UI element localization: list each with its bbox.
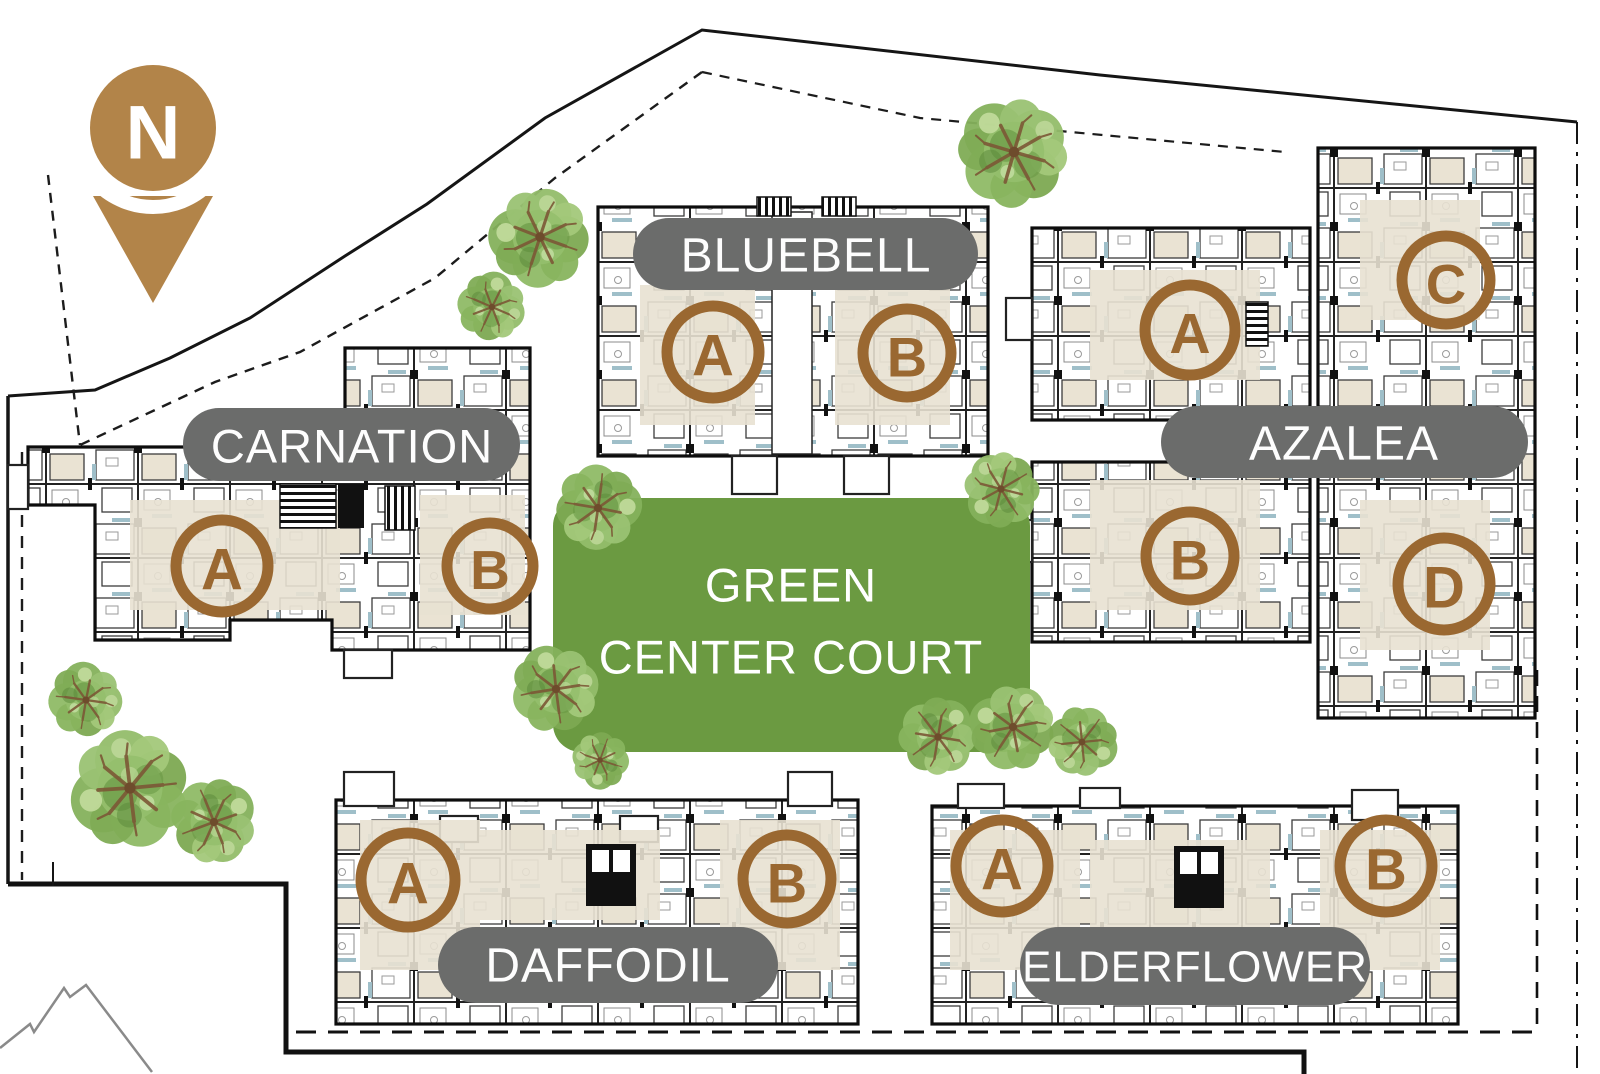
building-label-azalea[interactable]: AZALEA — [1161, 406, 1528, 478]
green-center-court: GREEN CENTER COURT — [553, 498, 1030, 752]
court-label-line2: CENTER COURT — [599, 631, 984, 684]
unit-letter: C — [1426, 253, 1466, 316]
unit-marker-daffodil-a[interactable]: A — [355, 827, 461, 933]
building-label-elderflower-text: ELDERFLOWER — [1022, 943, 1368, 992]
unit-marker-daffodil-b[interactable]: B — [737, 829, 837, 929]
unit-marker-bluebell-a[interactable]: A — [661, 300, 765, 404]
site-boundary — [0, 28, 1578, 1074]
neighbour-roof-outline — [0, 983, 153, 1073]
unit-letter: B — [887, 326, 927, 389]
building-label-carnation-text: CARNATION — [211, 420, 493, 473]
north-circle — [90, 65, 216, 191]
building-label-carnation[interactable]: CARNATION — [183, 408, 520, 481]
tree-icon — [1041, 699, 1125, 783]
unit-marker-carnation-a[interactable]: A — [170, 514, 274, 618]
unit-letter: B — [1365, 838, 1407, 903]
court-label-line1: GREEN — [705, 559, 877, 612]
building-label-daffodil-text: DAFFODIL — [485, 940, 730, 993]
north-arrow-triangle — [93, 196, 213, 303]
unit-marker-elderflower-a[interactable]: A — [950, 814, 1054, 918]
unit-letter: A — [201, 538, 243, 603]
unit-letter: A — [692, 324, 734, 389]
building-carnation — [6, 346, 532, 680]
unit-marker-azalea-a[interactable]: A — [1139, 279, 1241, 381]
unit-marker-elderflower-b[interactable]: B — [1334, 814, 1438, 918]
unit-marker-carnation-b[interactable]: B — [441, 517, 539, 615]
tree-icon — [946, 86, 1080, 220]
unit-letter: A — [387, 852, 429, 917]
north-indicator: N — [67, 42, 239, 303]
unit-marker-bluebell-b[interactable]: B — [857, 303, 957, 403]
unit-marker-azalea-c[interactable]: C — [1396, 230, 1496, 330]
unit-marker-azalea-b[interactable]: B — [1140, 506, 1240, 606]
green-center-court-area — [553, 498, 1030, 752]
unit-marker-azalea-d[interactable]: D — [1392, 532, 1496, 636]
building-label-bluebell-text: BLUEBELL — [681, 230, 932, 283]
unit-letter: A — [1169, 302, 1210, 366]
building-label-elderflower[interactable]: ELDERFLOWER — [1020, 927, 1370, 1005]
north-label: N — [126, 91, 181, 176]
unit-letter: A — [981, 838, 1023, 903]
unit-letter: B — [1170, 529, 1210, 592]
unit-letter: B — [470, 539, 510, 601]
building-label-bluebell[interactable]: BLUEBELL — [633, 218, 978, 290]
building-label-azalea-text: AZALEA — [1249, 418, 1439, 471]
unit-letter: D — [1423, 556, 1465, 621]
unit-letter: B — [767, 852, 807, 915]
building-label-daffodil[interactable]: DAFFODIL — [438, 927, 778, 1003]
